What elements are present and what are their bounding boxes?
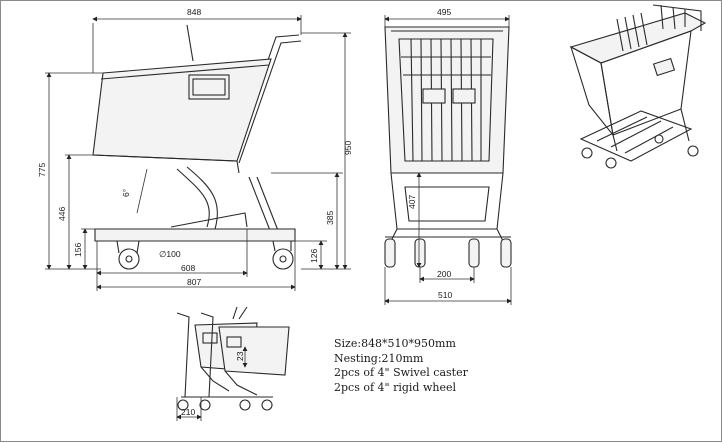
front-wheel (118, 248, 140, 270)
nesting-gap-label: 23 (235, 351, 245, 361)
dim-608-label: 608 (181, 263, 195, 273)
angle-label: 6° (121, 189, 131, 197)
caster-left-inner (414, 238, 426, 268)
dim-446-label: 446 (57, 207, 67, 221)
dim-156-label: 156 (73, 243, 83, 257)
rear-wheel (272, 248, 294, 270)
dim-height-total-label: 950 (343, 141, 353, 155)
isometric-view (569, 4, 707, 169)
dim-807-label: 807 (187, 277, 201, 287)
spec-size: Size:848*510*950mm (334, 337, 456, 350)
iso-wheel-2 (605, 157, 617, 169)
caster-right-inner (468, 238, 480, 268)
dim-200-label: 200 (437, 269, 451, 279)
dim-385-label: 385 (325, 211, 335, 225)
spec-rigid-wheel: 2pcs of 4" rigid wheel (334, 380, 456, 394)
side-view: 848 950 775 446 156 385 126 6° ∅100 608 … (37, 7, 353, 291)
nesting-view: 210 23 (176, 306, 290, 421)
nest-wheel-4 (261, 399, 273, 411)
dim-495-label: 495 (437, 7, 451, 17)
spec-notes: Size:848*510*950mm Nesting:210mm 2pcs of… (334, 337, 468, 395)
dim-775-label: 775 (37, 163, 47, 177)
spec-nesting: Nesting:210mm (334, 351, 424, 365)
dim-126-label: 126 (309, 249, 319, 263)
nesting-offset-label: 210 (181, 407, 195, 417)
nest-wheel-1 (177, 399, 189, 411)
iso-wheel-3 (687, 145, 699, 157)
dim-width-label: 848 (187, 7, 201, 17)
wheel-diameter-label: ∅100 (159, 249, 181, 259)
caster-right-outer (500, 238, 512, 268)
caster-left-outer (384, 238, 396, 268)
iso-wheel-4 (654, 134, 664, 144)
dim-510-label: 510 (438, 290, 452, 300)
iso-wheel-1 (581, 147, 593, 159)
nest-wheel-3 (239, 399, 251, 411)
nest-wheel-2 (199, 399, 211, 411)
spec-swivel-caster: 2pcs of 4" Swivel caster (334, 366, 468, 379)
front-view: 495 407 200 510 (384, 7, 512, 305)
dim-407-label: 407 (407, 195, 417, 209)
